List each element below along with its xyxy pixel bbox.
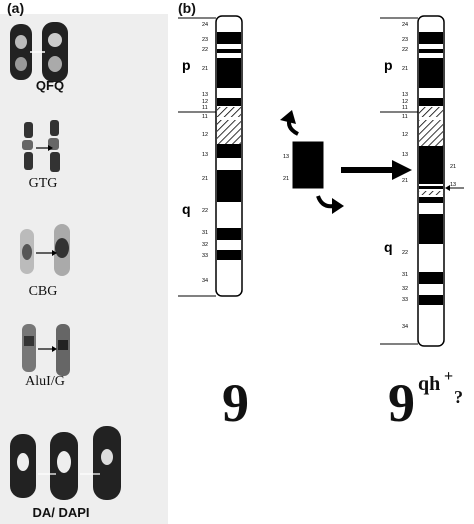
inverted-segment-inset bbox=[280, 110, 344, 214]
ideogram-diagram: p q p q 24232221131211111213212231323334… bbox=[178, 15, 464, 347]
left-band-label-14: 33 bbox=[202, 253, 208, 259]
inset-band-label-0: 13 bbox=[283, 154, 289, 160]
chromosome-name-right: 9 bbox=[388, 373, 415, 433]
gtg-chromosome-pair bbox=[22, 120, 60, 172]
left-chromosome-ideogram bbox=[178, 15, 243, 297]
left-band-label-12: 31 bbox=[202, 230, 208, 236]
left-band-label-8: 12 bbox=[202, 132, 208, 138]
arm-label-q-left: q bbox=[182, 201, 191, 217]
right-chromosome-ideogram bbox=[380, 15, 445, 347]
left-band-label-0: 24 bbox=[202, 22, 208, 28]
panel-a-chromosome-images bbox=[10, 22, 121, 500]
right-band-label-8: 12 bbox=[402, 132, 408, 138]
right-band-label-15: 34 bbox=[402, 324, 408, 330]
heterochromatin-pointer-arrow bbox=[445, 185, 464, 191]
dapi-chromosome-triplet bbox=[10, 426, 121, 500]
right-band-label-11: 22 bbox=[402, 250, 408, 256]
panel-b-label: (b) bbox=[178, 0, 196, 16]
left-band-label-6: 11 bbox=[202, 105, 208, 111]
right-band-label-4: 13 bbox=[402, 92, 408, 98]
stain-label-gtg: GTG bbox=[28, 176, 58, 191]
right-band-label-7: 11 bbox=[402, 114, 408, 120]
right-band-label-6: 11 bbox=[402, 105, 408, 111]
inset-band-labels: 13 21 bbox=[283, 154, 289, 182]
left-band-label-5: 12 bbox=[202, 99, 208, 105]
alui-chromosome-pair bbox=[22, 324, 70, 376]
stain-label-cbg: CBG bbox=[28, 284, 58, 299]
right-side-band-label-1: 13 bbox=[450, 182, 456, 188]
right-band-label-13: 32 bbox=[402, 286, 408, 292]
inset-band-label-1: 21 bbox=[283, 176, 289, 182]
qfq-chromosome-pair bbox=[10, 22, 68, 82]
right-band-label-12: 31 bbox=[402, 272, 408, 278]
right-band-label-14: 33 bbox=[402, 297, 408, 303]
left-band-label-7: 11 bbox=[202, 114, 208, 120]
left-band-label-9: 13 bbox=[202, 152, 208, 158]
stain-label-qfq: QFQ bbox=[35, 78, 65, 93]
right-side-band-labels: 21 13 bbox=[450, 164, 456, 188]
left-band-label-13: 32 bbox=[202, 242, 208, 248]
right-band-label-1: 23 bbox=[402, 37, 408, 43]
chromosome-superscript-plus: + bbox=[444, 368, 454, 385]
right-band-label-0: 24 bbox=[402, 22, 408, 28]
chromosome-superscript-qh: qh bbox=[418, 373, 441, 395]
left-band-label-1: 23 bbox=[202, 37, 208, 43]
right-band-label-3: 21 bbox=[402, 66, 408, 72]
right-band-label-2: 22 bbox=[402, 47, 408, 53]
chromosome-question-mark: ? bbox=[454, 387, 463, 407]
left-band-label-4: 13 bbox=[202, 92, 208, 98]
stain-label-dapi: DA/ DAPI bbox=[32, 505, 90, 520]
right-band-label-9: 13 bbox=[402, 152, 408, 158]
transition-arrow bbox=[341, 160, 412, 180]
cbg-chromosome-pair bbox=[20, 224, 70, 276]
panel-a-label: (a) bbox=[7, 0, 25, 16]
left-band-label-11: 22 bbox=[202, 208, 208, 214]
left-band-label-15: 34 bbox=[202, 278, 208, 284]
arm-label-q-right: q bbox=[384, 239, 393, 255]
left-band-label-10: 21 bbox=[202, 176, 208, 182]
left-band-label-2: 22 bbox=[202, 47, 208, 53]
chromosome-name-left: 9 bbox=[222, 373, 249, 433]
right-side-band-label-0: 21 bbox=[450, 164, 456, 170]
right-band-label-10: 21 bbox=[402, 178, 408, 184]
left-band-label-3: 21 bbox=[202, 66, 208, 72]
arm-label-p-left: p bbox=[182, 57, 191, 73]
right-band-label-5: 12 bbox=[402, 99, 408, 105]
arm-label-p-right: p bbox=[384, 57, 393, 73]
stain-label-alui: AluI/G bbox=[25, 374, 65, 389]
